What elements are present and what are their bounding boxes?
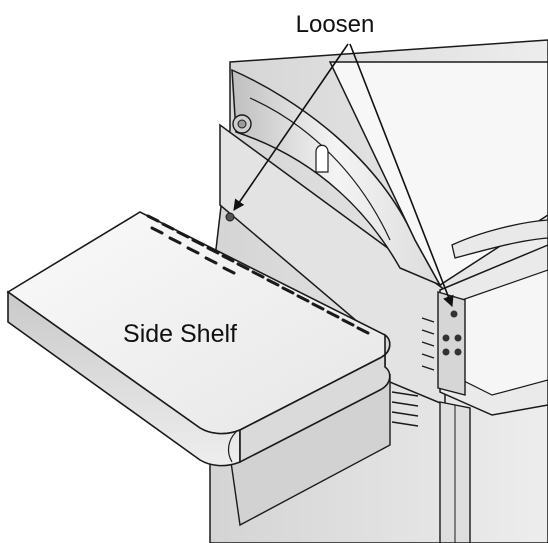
- arrow-to-left-bolt: [233, 43, 349, 211]
- loosen-label: Loosen: [296, 11, 375, 38]
- loosen-callout-arrows: [233, 43, 454, 308]
- arrow-to-right-bolt: [349, 43, 454, 308]
- side-shelf-label: Side Shelf: [123, 320, 237, 348]
- side-shelf: [6, 211, 391, 527]
